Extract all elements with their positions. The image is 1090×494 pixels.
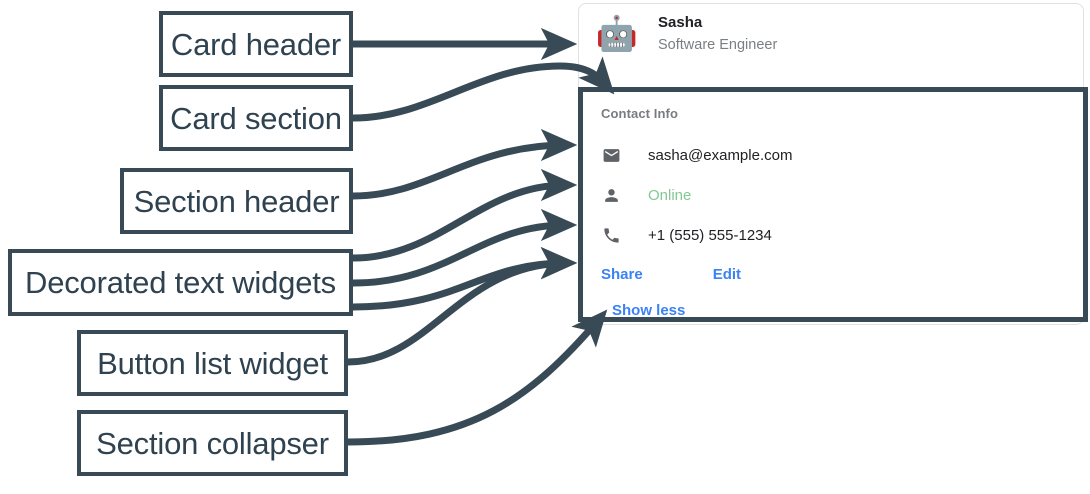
arrow-section-collapser: [347, 309, 608, 446]
decorated-text-widget-email: sasha@example.com: [601, 135, 1083, 175]
callout-card-section-label: Card section: [170, 100, 342, 136]
card-header: 🤖 Sasha Software Engineer: [579, 4, 1083, 64]
callout-button-list-widget: Button list widget: [77, 330, 348, 396]
callout-section-header-label: Section header: [133, 183, 340, 219]
edit-button[interactable]: Edit: [701, 262, 753, 287]
section-header: Contact Info: [601, 106, 679, 121]
callout-decorated-text-widgets-label: Decorated text widgets: [25, 265, 336, 300]
show-less-button[interactable]: Show less: [602, 298, 697, 323]
phone-icon: [601, 225, 621, 245]
callout-card-section: Card section: [159, 85, 353, 151]
callout-button-list-widget-label: Button list widget: [97, 345, 328, 381]
card-section: Contact Info sasha@example.com Online: [579, 88, 1083, 323]
button-list-widget: Share Edit: [589, 262, 1083, 287]
card-subtitle: Software Engineer: [658, 36, 778, 53]
callout-card-header: Card header: [159, 11, 353, 77]
callout-card-header-label: Card header: [170, 26, 342, 62]
decorated-text-widget-phone: +1 (555) 555-1234: [601, 215, 1083, 255]
arrow-decorated-2: [352, 208, 578, 287]
phone-value: +1 (555) 555-1234: [648, 226, 772, 244]
card-header-text: Sasha Software Engineer: [658, 12, 777, 57]
arrow-decorated-1: [352, 168, 578, 262]
card-title: Sasha: [658, 13, 703, 31]
person-icon: [601, 185, 621, 205]
status-value: Online: [648, 186, 692, 204]
arrow-button-list: [347, 247, 578, 366]
arrow-card-section: [352, 56, 615, 122]
mail-icon: [601, 145, 621, 165]
callout-decorated-text-widgets: Decorated text widgets: [8, 249, 353, 316]
robot-avatar-icon: 🤖: [595, 15, 639, 53]
callout-section-header: Section header: [120, 168, 353, 234]
callout-section-collapser: Section collapser: [77, 410, 348, 476]
decorated-text-widget-status: Online: [601, 175, 1083, 215]
card: 🤖 Sasha Software Engineer Contact Info s…: [578, 3, 1084, 325]
arrow-decorated-3: [352, 246, 578, 311]
section-collapser: Show less: [602, 298, 1083, 323]
share-button[interactable]: Share: [589, 262, 655, 287]
email-value: sasha@example.com: [648, 146, 793, 164]
arrow-section-header: [352, 128, 578, 200]
callout-section-collapser-label: Section collapser: [96, 425, 329, 461]
